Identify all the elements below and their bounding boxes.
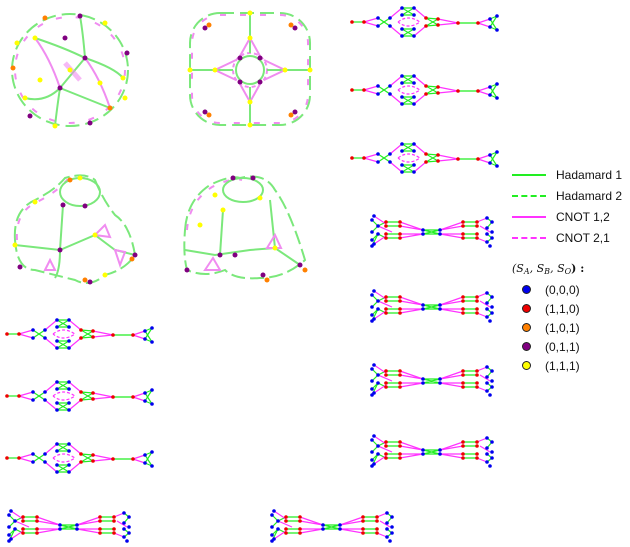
- large-graph-2: [185, 8, 320, 133]
- legend: Hadamard 1 Hadamard 2 CNOT 1,2 CNOT 2,1 …: [512, 164, 630, 375]
- dashed-magenta-line-icon: [512, 236, 546, 239]
- red-dot-icon: [522, 304, 531, 313]
- legend-hadamard-2: Hadamard 2: [512, 185, 630, 206]
- legend-state-110: (1,1,0): [512, 299, 630, 318]
- bowtie-graph-r4: [368, 212, 498, 252]
- yellow-dot-icon: [522, 361, 531, 370]
- legend-state-000: (0,0,0): [512, 280, 630, 299]
- bowtie-graph-b2: [268, 507, 398, 547]
- large-graph-3: [5, 170, 145, 290]
- legend-state-101: (1,0,1): [512, 318, 630, 337]
- solid-green-line-icon: [512, 173, 546, 176]
- solid-magenta-line-icon: [512, 215, 546, 218]
- dashed-green-line-icon: [512, 194, 546, 197]
- legend-hadamard-1: Hadamard 1: [512, 164, 630, 185]
- large-graph-1: [5, 8, 140, 133]
- chain-graph-r2: [349, 70, 500, 110]
- purple-dot-icon: [522, 342, 531, 351]
- orange-dot-icon: [522, 323, 531, 332]
- bowtie-graph-r7: [368, 432, 498, 472]
- blue-dot-icon: [522, 285, 531, 294]
- chain-graph-l3: [4, 438, 155, 478]
- legend-state-011: (0,1,1): [512, 337, 630, 356]
- bowtie-graph-r6: [368, 361, 498, 401]
- legend-cnot-21: CNOT 2,1: [512, 227, 630, 248]
- state-legend-header: (SA, SB, SO) :: [512, 262, 585, 276]
- large-graph-4: [175, 170, 320, 290]
- chain-graph-l2: [4, 376, 155, 416]
- bowtie-graph-r5: [368, 287, 498, 327]
- chain-graph-r1: [349, 2, 500, 42]
- chain-graph-l1: [4, 314, 155, 354]
- chain-graph-r3: [349, 138, 500, 178]
- legend-state-111: (1,1,1): [512, 356, 630, 375]
- legend-cnot-12: CNOT 1,2: [512, 206, 630, 227]
- bowtie-graph-b1: [5, 507, 135, 547]
